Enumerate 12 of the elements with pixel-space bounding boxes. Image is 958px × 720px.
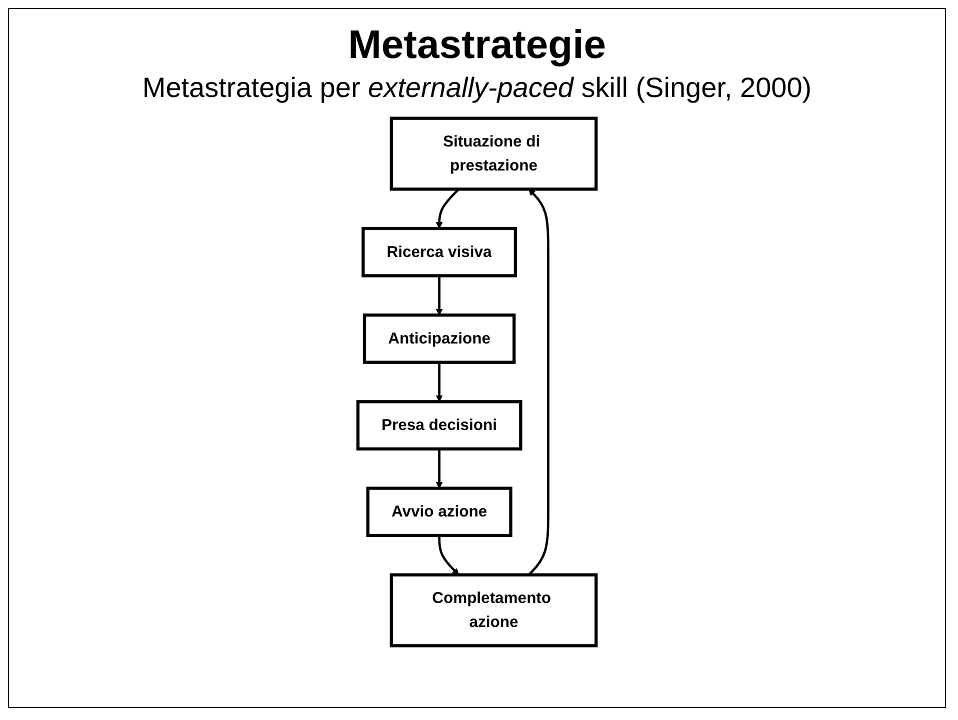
arrow bbox=[436, 276, 443, 316]
node-box: Anticipazione bbox=[362, 314, 516, 364]
arrow bbox=[436, 448, 443, 489]
node-box: Avvio azione bbox=[366, 486, 512, 538]
node-box: Ricerca visiva bbox=[362, 226, 517, 278]
subtitle: Metastrategia per externally-paced skill (Singer, 2000) bbox=[142, 72, 812, 104]
arrow bbox=[438, 536, 460, 576]
arrow bbox=[436, 362, 443, 402]
node-box: Situazione di prestazione bbox=[390, 116, 598, 191]
node-box: Presa decisioni bbox=[356, 400, 522, 450]
node-box: Completamento azione bbox=[390, 573, 598, 648]
title: Metastrategie bbox=[348, 23, 606, 68]
